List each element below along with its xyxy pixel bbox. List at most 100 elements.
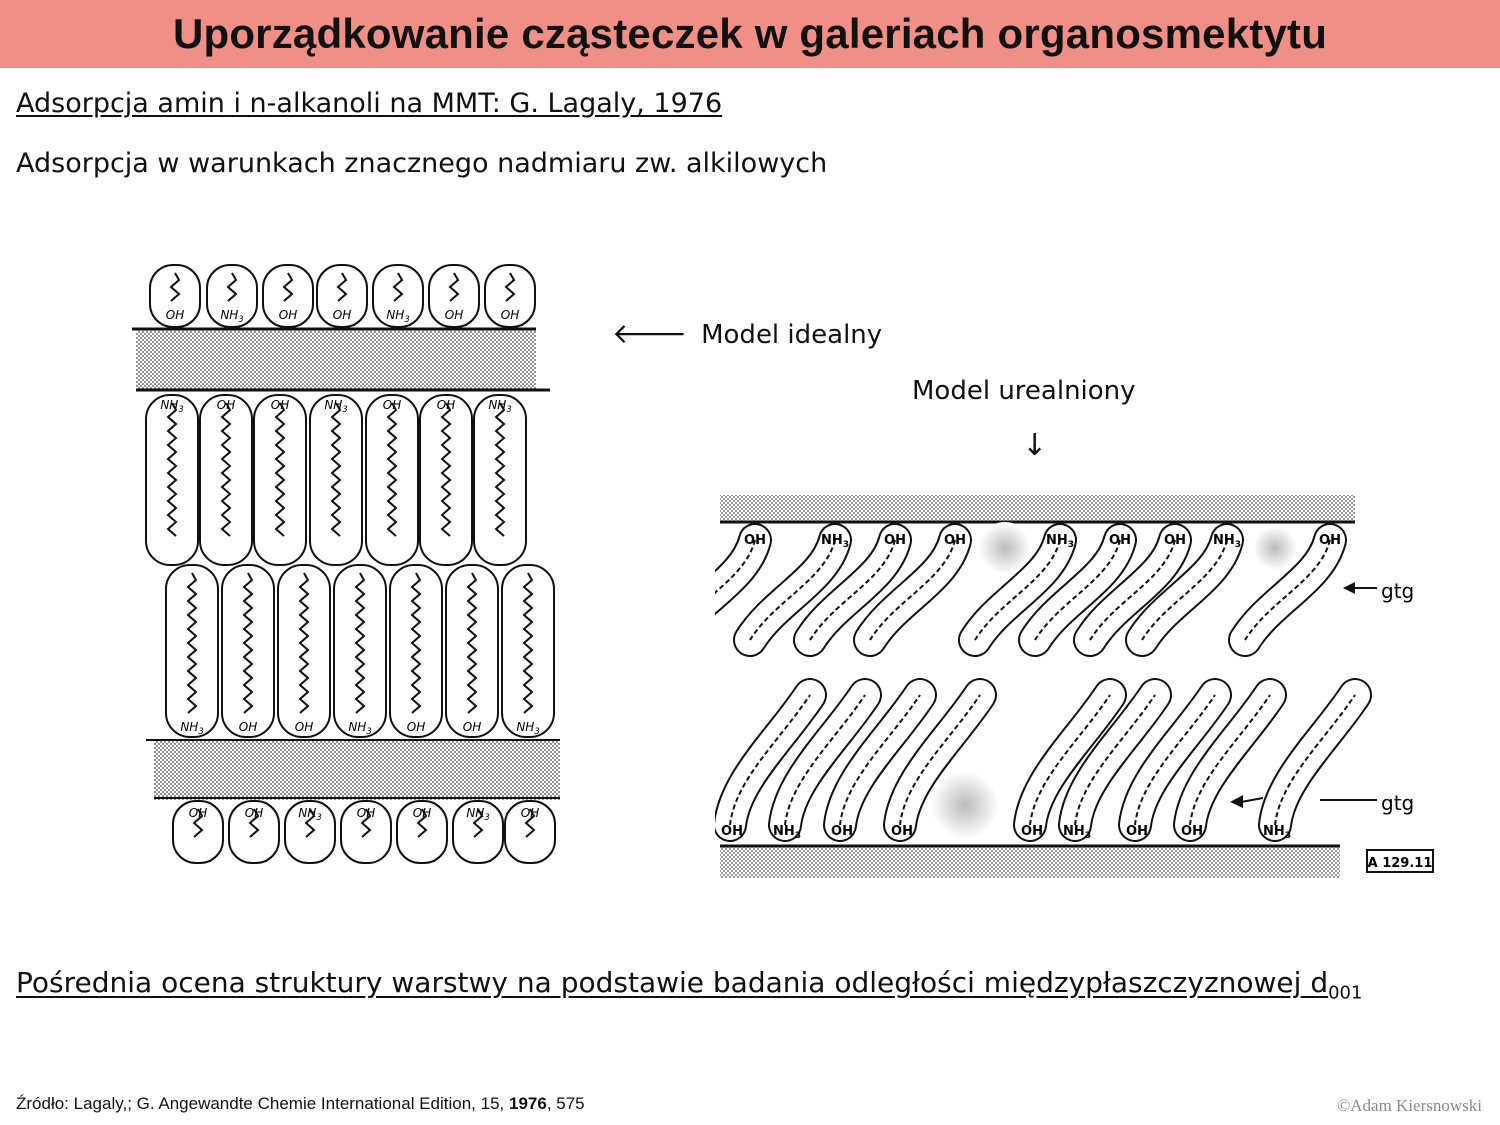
chain-zigzag: [304, 808, 316, 838]
chain-zigzag: [248, 808, 260, 838]
head-group-label: OH: [445, 308, 463, 322]
gtg-label-top: gtg: [1381, 579, 1414, 603]
chain-zigzag: [1189, 694, 1271, 826]
head-group-label: NH3: [386, 308, 409, 324]
figure-code-box: [1366, 849, 1434, 873]
head-group-label: OH: [1109, 533, 1131, 548]
head-group-label: OH: [1164, 533, 1186, 548]
chain-zigzag: [220, 402, 232, 537]
alkyl-chains: [715, 523, 1372, 842]
head-group-label: NH3: [298, 806, 321, 822]
chain-capsule-bottom: [452, 800, 504, 864]
subtitle: Adsorpcja amin i n-alkanoli na MMT: G. L…: [16, 88, 723, 119]
chain-zigzag: [899, 694, 981, 826]
clay-layer-bottom: [154, 740, 560, 800]
pointer-arrowhead: [1230, 795, 1243, 808]
chain-zigzag: [386, 402, 398, 537]
head-group-label: OH: [1021, 824, 1043, 839]
chain-zigzag: [282, 272, 294, 302]
disorder-spot: [931, 771, 999, 839]
head-group-label: OH: [333, 308, 351, 322]
chain-capsule-lower: [445, 564, 499, 738]
chain-capsule-upper: [145, 394, 199, 566]
chain-capsule-bottom: [504, 800, 556, 864]
source-prefix: Źródło: Lagaly,; G. Angewandte Chemie In…: [16, 1094, 509, 1113]
chain-zigzag: [410, 572, 422, 714]
head-group-label: OH: [217, 398, 235, 412]
chain-zigzag: [192, 808, 204, 838]
chain-zigzag: [472, 808, 484, 838]
head-group-label: NH3: [488, 398, 511, 414]
chain-capsule-lower: [221, 564, 275, 738]
head-group-label: NH3: [180, 720, 203, 736]
alkyl-chains: [145, 264, 556, 864]
chain-capsule-top: [372, 264, 424, 328]
head-group-label: OH: [944, 533, 966, 548]
chain-capsule-bottom: [172, 800, 224, 864]
head-group-label: OH: [891, 824, 913, 839]
source-suffix: , 575: [546, 1094, 585, 1113]
chain-band-fill: [1020, 525, 1135, 655]
head-group-label: OH: [744, 533, 766, 548]
chain-zigzag: [1274, 694, 1356, 826]
chain-capsule-lower: [165, 564, 219, 738]
chain-zigzag: [729, 694, 811, 826]
bottom-statement: Pośrednia ocena struktury warstwy na pod…: [16, 966, 1362, 1004]
head-group-label: NH3: [160, 398, 183, 414]
head-group-label: OH: [383, 398, 401, 412]
head-group-label: OH: [1126, 824, 1148, 839]
clay-layer-top: [720, 495, 1355, 521]
chain-band-fill: [1075, 525, 1190, 655]
slide-title: Uporządkowanie cząsteczek w galeriach or…: [172, 10, 1328, 57]
head-group-label: OH: [521, 806, 539, 820]
chain-band-fill: [1230, 525, 1345, 655]
head-group-label: OH: [239, 720, 257, 734]
head-group-label: OH: [271, 398, 289, 412]
head-group-label: NH3: [1263, 824, 1291, 841]
chain-capsule-top: [149, 264, 201, 328]
chain-zigzag: [504, 272, 516, 302]
chain-capsule-upper: [365, 394, 419, 566]
chain-capsule-top: [206, 264, 258, 328]
head-group-label: OH: [463, 720, 481, 734]
head-group-label: NH3: [1213, 533, 1241, 550]
chain-zigzag: [1134, 694, 1216, 826]
left-arrow-icon: 🡐: [612, 317, 688, 350]
chain-zigzag: [360, 808, 372, 838]
chain-zigzag: [169, 272, 181, 302]
head-group-label: OH: [437, 398, 455, 412]
head-group-label: OH: [413, 806, 431, 820]
chain-zigzag: [274, 402, 286, 537]
copyright: ©Adam Kiersnowski: [1337, 1096, 1482, 1115]
head-group-label: OH: [279, 308, 297, 322]
chain-capsule-bottom: [284, 800, 336, 864]
head-group-label: NH3: [220, 308, 243, 324]
chain-zigzag: [1074, 694, 1156, 826]
chain-band-fill: [715, 525, 770, 613]
head-group-label: OH: [721, 824, 743, 839]
chain-zigzag: [186, 572, 198, 714]
head-group-label: NH3: [773, 824, 801, 841]
chain-capsule-lower: [277, 564, 331, 738]
chain-capsule-bottom: [340, 800, 392, 864]
head-group-label: NH3: [348, 720, 371, 736]
chain-zigzag: [242, 572, 254, 714]
chain-band-fill: [735, 525, 850, 655]
intro-line: Adsorpcja w warunkach znacznego nadmiaru…: [16, 148, 828, 179]
chain-capsule-upper: [309, 394, 363, 566]
head-group-label: NH3: [324, 398, 347, 414]
chain-zigzag: [226, 272, 238, 302]
chain-zigzag: [1029, 694, 1111, 826]
source-citation: Źródło: Lagaly,; G. Angewandte Chemie In…: [16, 1094, 585, 1114]
head-group-label: OH: [407, 720, 425, 734]
clay-layers: [132, 327, 560, 800]
chain-zigzag: [440, 402, 452, 537]
pointer-line: [1240, 797, 1264, 803]
head-group-label: OH: [831, 824, 853, 839]
chain-zigzag: [494, 402, 506, 537]
chain-zigzag: [330, 402, 342, 537]
